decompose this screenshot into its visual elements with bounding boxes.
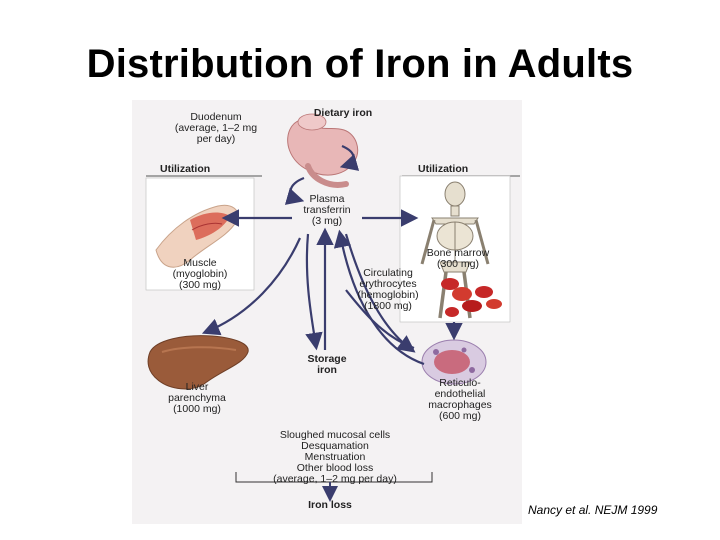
flow-arrows xyxy=(201,144,463,366)
iron-distribution-diagram: Dietary iron Duodenum (average, 1–2 mg p… xyxy=(132,100,522,524)
erythrocytes-illustration xyxy=(441,278,502,317)
diagram-graphics xyxy=(145,113,520,502)
iron-loss-label: Iron loss xyxy=(308,499,352,511)
utilization-left-header: Utilization xyxy=(160,163,211,175)
macrophage-illustration xyxy=(421,339,487,385)
iron-loss-sources-label: Sloughed mucosal cells Desquamation Mens… xyxy=(273,429,397,485)
arrow-plasma-to-liver xyxy=(201,237,302,336)
dietary-iron-label: Dietary iron xyxy=(313,107,373,119)
reticuloendothelial-label: Reticulo- endothelial macrophages (600 m… xyxy=(428,377,492,422)
circulating-erythrocytes-label: Circulating erythrocytes (hemoglobin) (1… xyxy=(357,267,419,312)
arrow-macrophage-to-storage xyxy=(345,289,415,350)
muscle-label: Muscle (myoglobin) (300 mg) xyxy=(172,257,228,291)
arrow-dietary-to-duodenum xyxy=(339,144,360,171)
arrow-duodenum-to-plasma xyxy=(284,176,305,205)
arrow-plasma-to-storage xyxy=(305,233,323,351)
liver-illustration xyxy=(147,335,249,390)
bone-marrow-label: Bone marrow (300 mg) xyxy=(426,247,490,270)
loss-bracket xyxy=(235,472,433,502)
utilization-right-header: Utilization xyxy=(418,163,469,175)
storage-iron-label: Storage iron xyxy=(307,353,347,376)
duodenum-label: Duodenum (average, 1–2 mg per day) xyxy=(174,111,258,145)
liver-label: Liver parenchyma (1000 mg) xyxy=(168,381,226,415)
citation: Nancy et al. NEJM 1999 xyxy=(528,503,658,517)
slide-title: Distribution of Iron in Adults xyxy=(86,42,634,86)
plasma-transferrin-label: Plasma transferrin (3 mg) xyxy=(303,193,351,227)
